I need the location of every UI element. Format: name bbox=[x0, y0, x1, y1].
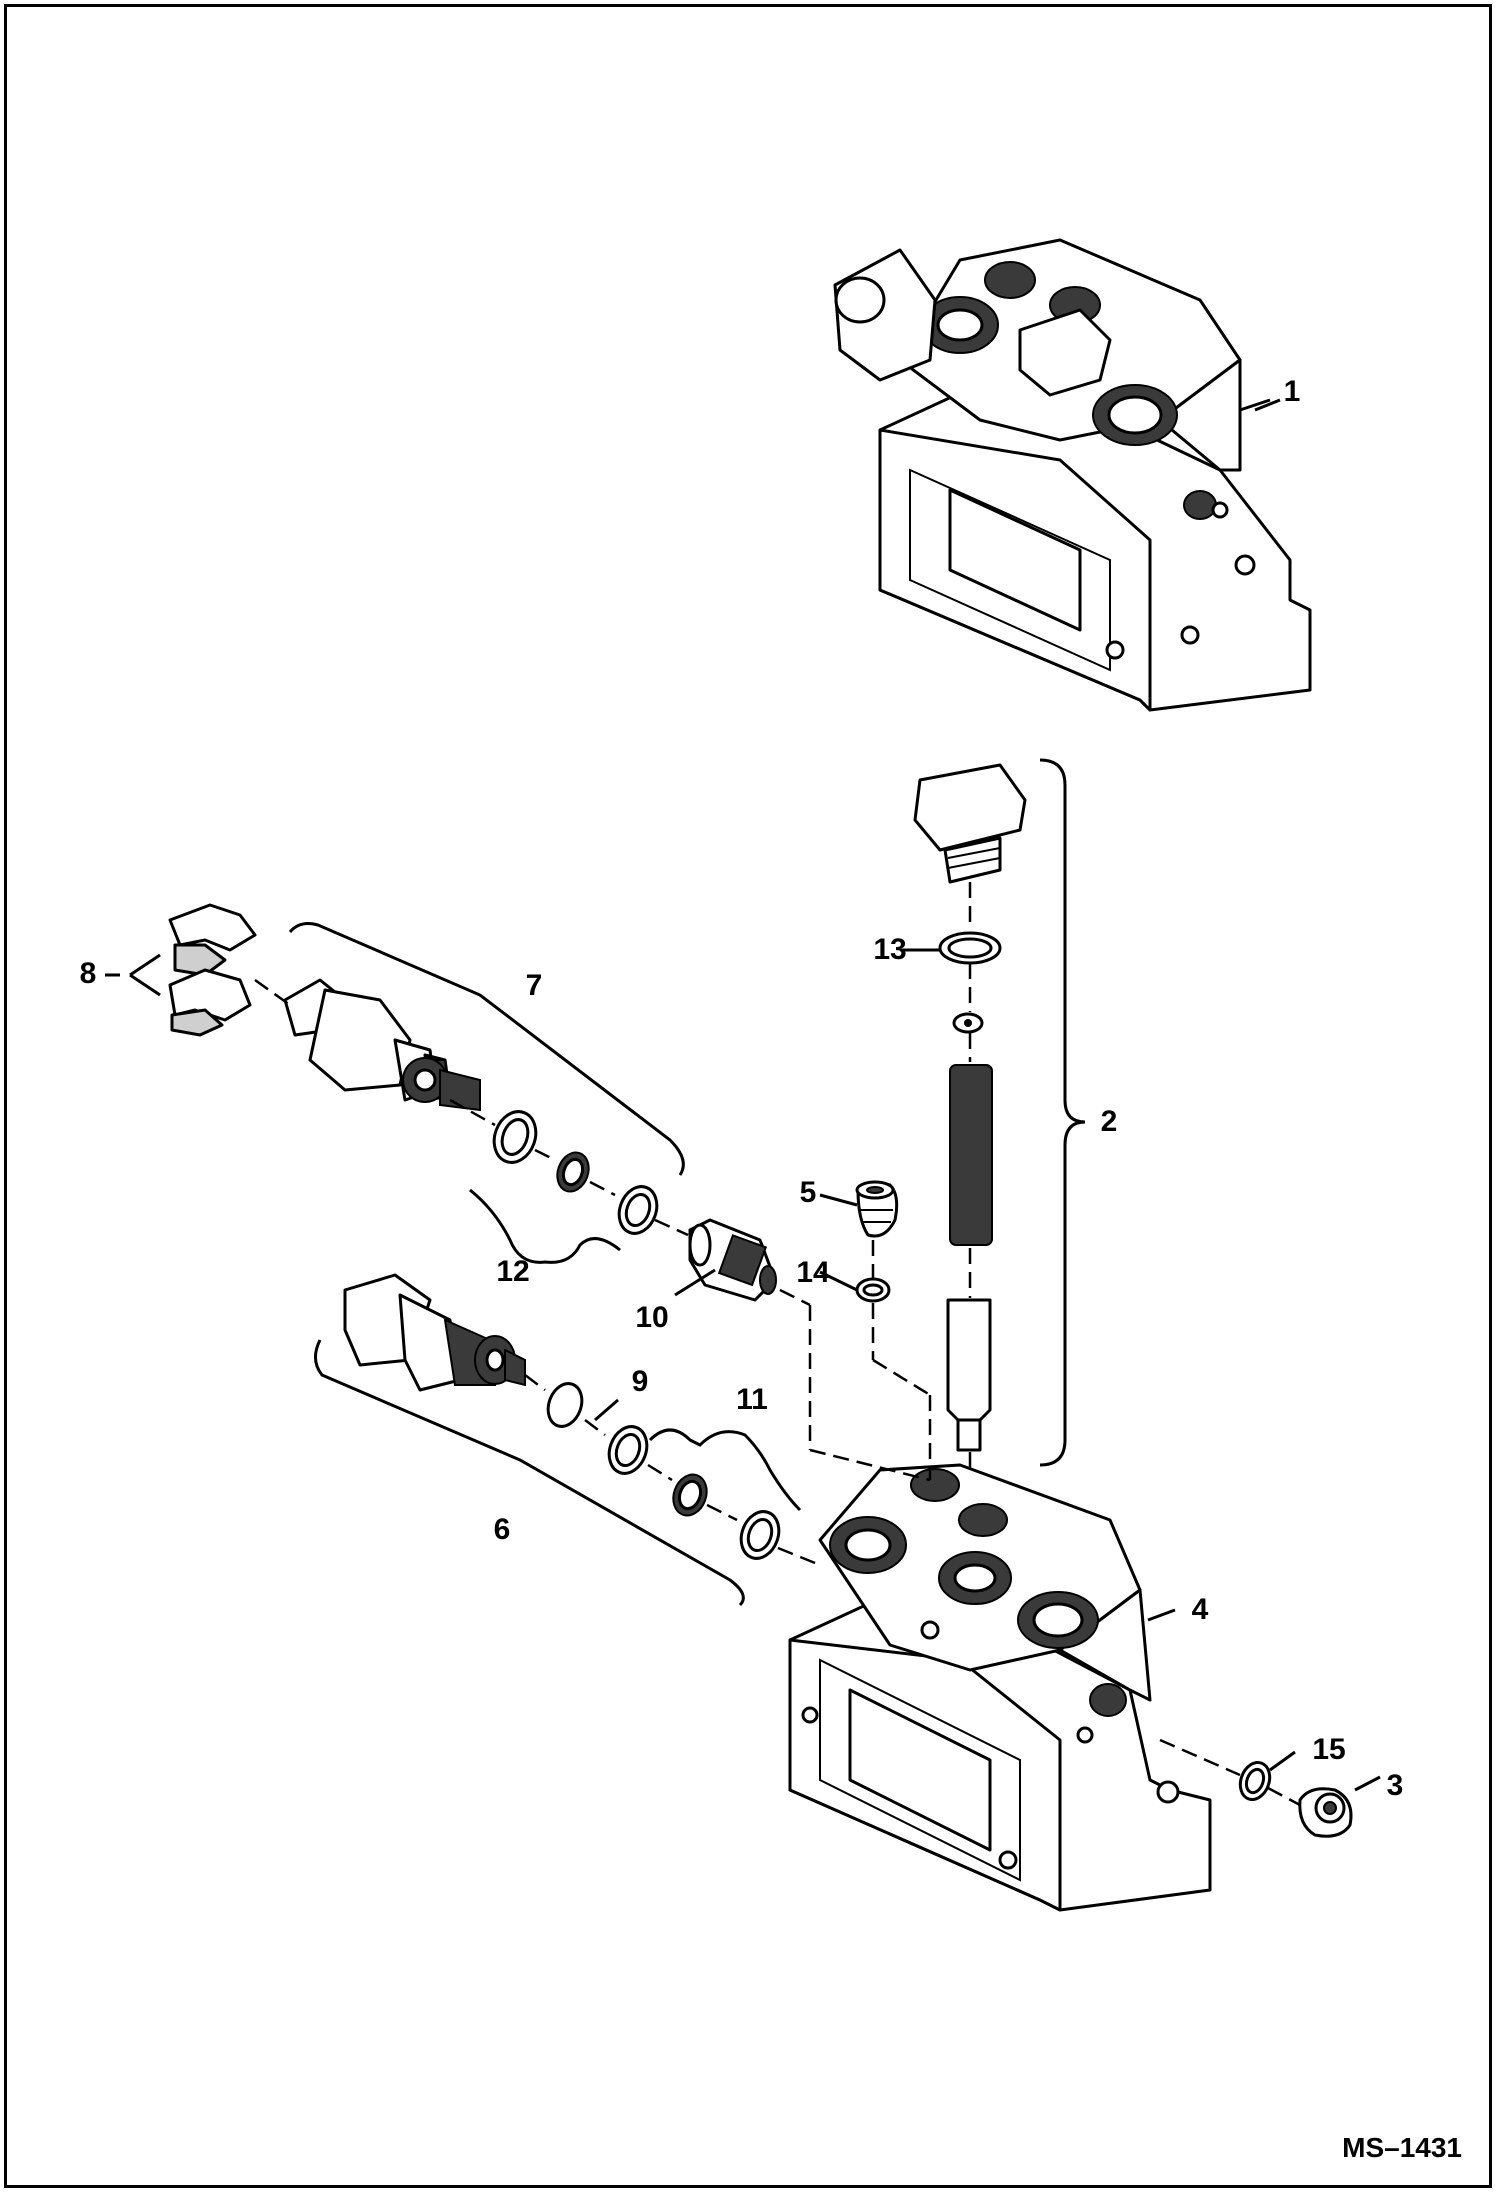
callout-14: 14 bbox=[796, 1256, 830, 1289]
callout-6: 6 bbox=[493, 1513, 511, 1546]
callout-11: 11 bbox=[736, 1383, 768, 1416]
leader-lines bbox=[105, 398, 1281, 1297]
callout-12: 12 bbox=[496, 1255, 530, 1288]
callout-2: 2 bbox=[1100, 1105, 1118, 1138]
part-4-valve-body bbox=[788, 1463, 1212, 1912]
part-15-o-ring bbox=[1159, 1738, 1301, 1807]
part-5-plug bbox=[855, 1180, 899, 1238]
part-8-clip bbox=[129, 903, 257, 1037]
part-2-relief-cartridge bbox=[913, 758, 1086, 1600]
part-10-poppet bbox=[688, 1218, 931, 1482]
callout-8: 8 bbox=[79, 957, 97, 990]
callout-9: 9 bbox=[631, 1365, 649, 1398]
callout-7: 7 bbox=[525, 969, 543, 1002]
diagram-frame bbox=[4, 4, 1492, 2188]
callout-10: 10 bbox=[635, 1301, 669, 1334]
part-7-relief-valve bbox=[254, 922, 689, 1264]
part-6-relief-valve bbox=[314, 1273, 821, 1607]
figure-reference: MS–1431 bbox=[1342, 2132, 1462, 2163]
callout-5: 5 bbox=[799, 1176, 817, 1209]
callout-3: 3 bbox=[1386, 1769, 1404, 1802]
callout-4: 4 bbox=[1191, 1593, 1209, 1626]
part-1-valve-section bbox=[833, 238, 1312, 712]
callout-15: 15 bbox=[1312, 1733, 1346, 1766]
callout-13: 13 bbox=[873, 933, 907, 966]
callout-1: 1 bbox=[1283, 375, 1301, 408]
part-14-o-ring bbox=[855, 1240, 932, 1480]
part-3-plug bbox=[1269, 1750, 1381, 1838]
